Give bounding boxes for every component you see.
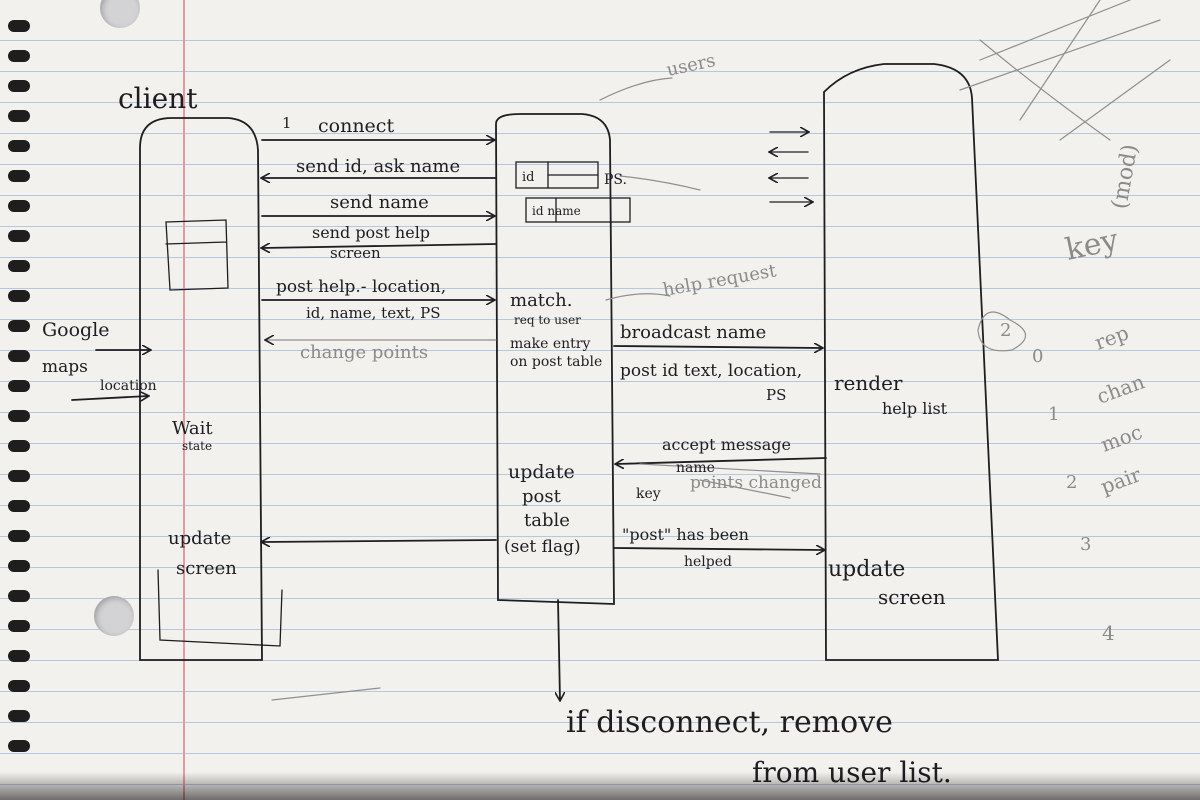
step-number: 1 <box>282 114 292 132</box>
spiral-hole <box>8 80 30 92</box>
spiral-hole <box>8 440 30 452</box>
list-note-4: 4 <box>1102 621 1115 645</box>
client-screen-label: screen <box>176 558 237 579</box>
post-help-label: post help.- location, <box>276 277 446 297</box>
broadcast-arrow <box>613 346 822 348</box>
update-screen-arrow <box>262 540 497 542</box>
scribble-note: pair <box>1098 462 1145 499</box>
users-update-label: update <box>828 557 905 582</box>
accept-message-label: accept message <box>662 435 791 454</box>
spiral-hole <box>8 260 30 272</box>
spiral-hole <box>8 20 30 32</box>
spiral-hole <box>8 140 30 152</box>
match-label: match. <box>510 290 572 311</box>
post-label: post <box>522 486 562 507</box>
set-flag-label: (set flag) <box>504 537 581 557</box>
table-id-label: id <box>522 170 534 185</box>
spiral-hole <box>8 110 30 122</box>
send-id-label: send id, ask name <box>296 156 460 177</box>
change-points-label: change points <box>300 342 428 363</box>
location-arrow <box>71 396 148 400</box>
scribble-note: chan <box>1094 369 1148 408</box>
spiral-hole <box>8 530 30 542</box>
help-list-label: help list <box>882 399 948 418</box>
table-idname-label: id name <box>532 204 581 218</box>
broadcast-name-label: broadcast name <box>620 322 766 343</box>
scribble-note: rep <box>1092 320 1132 354</box>
spiral-hole <box>8 230 30 242</box>
post-helped-label: "post" has been <box>622 525 749 544</box>
post-id-label: post id text, location, <box>620 361 802 381</box>
make-entry-label: make entry <box>510 336 590 352</box>
spiral-hole <box>8 350 30 362</box>
help-request-label: help request <box>661 260 778 301</box>
margin-line <box>183 0 185 800</box>
client-box-inner <box>157 569 283 647</box>
state-label: state <box>182 439 212 453</box>
accept-name-label: name <box>676 460 715 476</box>
table-label: table <box>524 510 570 531</box>
footer-line1: if disconnect, remove <box>566 705 893 740</box>
update-post-label: update <box>508 461 575 483</box>
spiral-hole <box>8 650 30 662</box>
spiral-hole <box>8 590 30 602</box>
accept-arrow <box>616 457 827 464</box>
wait-label: Wait <box>172 418 213 439</box>
spiral-hole <box>8 410 30 422</box>
circled-note: 2 <box>1000 320 1011 341</box>
client-widget <box>165 219 229 291</box>
key-label: key <box>636 486 661 502</box>
points-changed-label: points changed <box>690 473 822 493</box>
spiral-hole <box>8 50 30 62</box>
post-ps-label: PS <box>766 386 786 404</box>
spiral-hole <box>8 320 30 332</box>
punch-hole <box>94 596 134 636</box>
location-label: location <box>100 378 157 394</box>
post-table-label: on post table <box>510 354 602 370</box>
page-bottom-shadow <box>0 772 1200 800</box>
client-update-label: update <box>168 528 231 549</box>
users-screen-label: screen <box>878 585 946 609</box>
users-box <box>823 63 999 661</box>
spiral-hole <box>8 740 30 752</box>
spiral-hole <box>8 470 30 482</box>
spiral-hole <box>8 620 30 632</box>
client-lane-label: client <box>118 82 198 115</box>
server-box <box>495 113 615 605</box>
maps-label: maps <box>42 357 88 377</box>
list-note-2: 2 <box>1066 472 1077 493</box>
google-label: Google <box>42 319 110 341</box>
client-box <box>139 117 263 661</box>
key-note: key <box>1062 223 1121 268</box>
server-idname-table <box>525 197 631 223</box>
users-lane-label: users <box>665 50 718 81</box>
spiral-hole <box>8 560 30 572</box>
send-name-label: send name <box>330 192 429 213</box>
send-post-help-label: send post help <box>312 223 430 242</box>
screen-label: screen <box>330 244 381 262</box>
spiral-hole <box>8 710 30 722</box>
req-user-label: req to user <box>514 313 581 327</box>
post-fields-label: id, name, text, PS <box>306 304 440 322</box>
disconnect-arrow <box>558 599 560 700</box>
list-note-3: 3 <box>1080 534 1091 555</box>
table-ps-label: PS. <box>604 172 627 188</box>
spiral-hole <box>8 290 30 302</box>
scribble-note: moc <box>1098 420 1146 457</box>
helped-label: helped <box>684 554 732 570</box>
connect-label: connect <box>318 115 394 137</box>
helped-arrow <box>613 548 824 550</box>
spiral-hole <box>8 380 30 392</box>
send-post-help-arrow <box>262 244 497 248</box>
list-note-1: 1 <box>1048 404 1059 425</box>
spiral-hole <box>8 680 30 692</box>
spiral-hole <box>8 170 30 182</box>
render-label: render <box>834 371 903 395</box>
spiral-hole <box>8 200 30 212</box>
mod-note: (mod) <box>1107 142 1143 211</box>
list-note-0: 0 <box>1032 346 1043 367</box>
spiral-hole <box>8 500 30 512</box>
